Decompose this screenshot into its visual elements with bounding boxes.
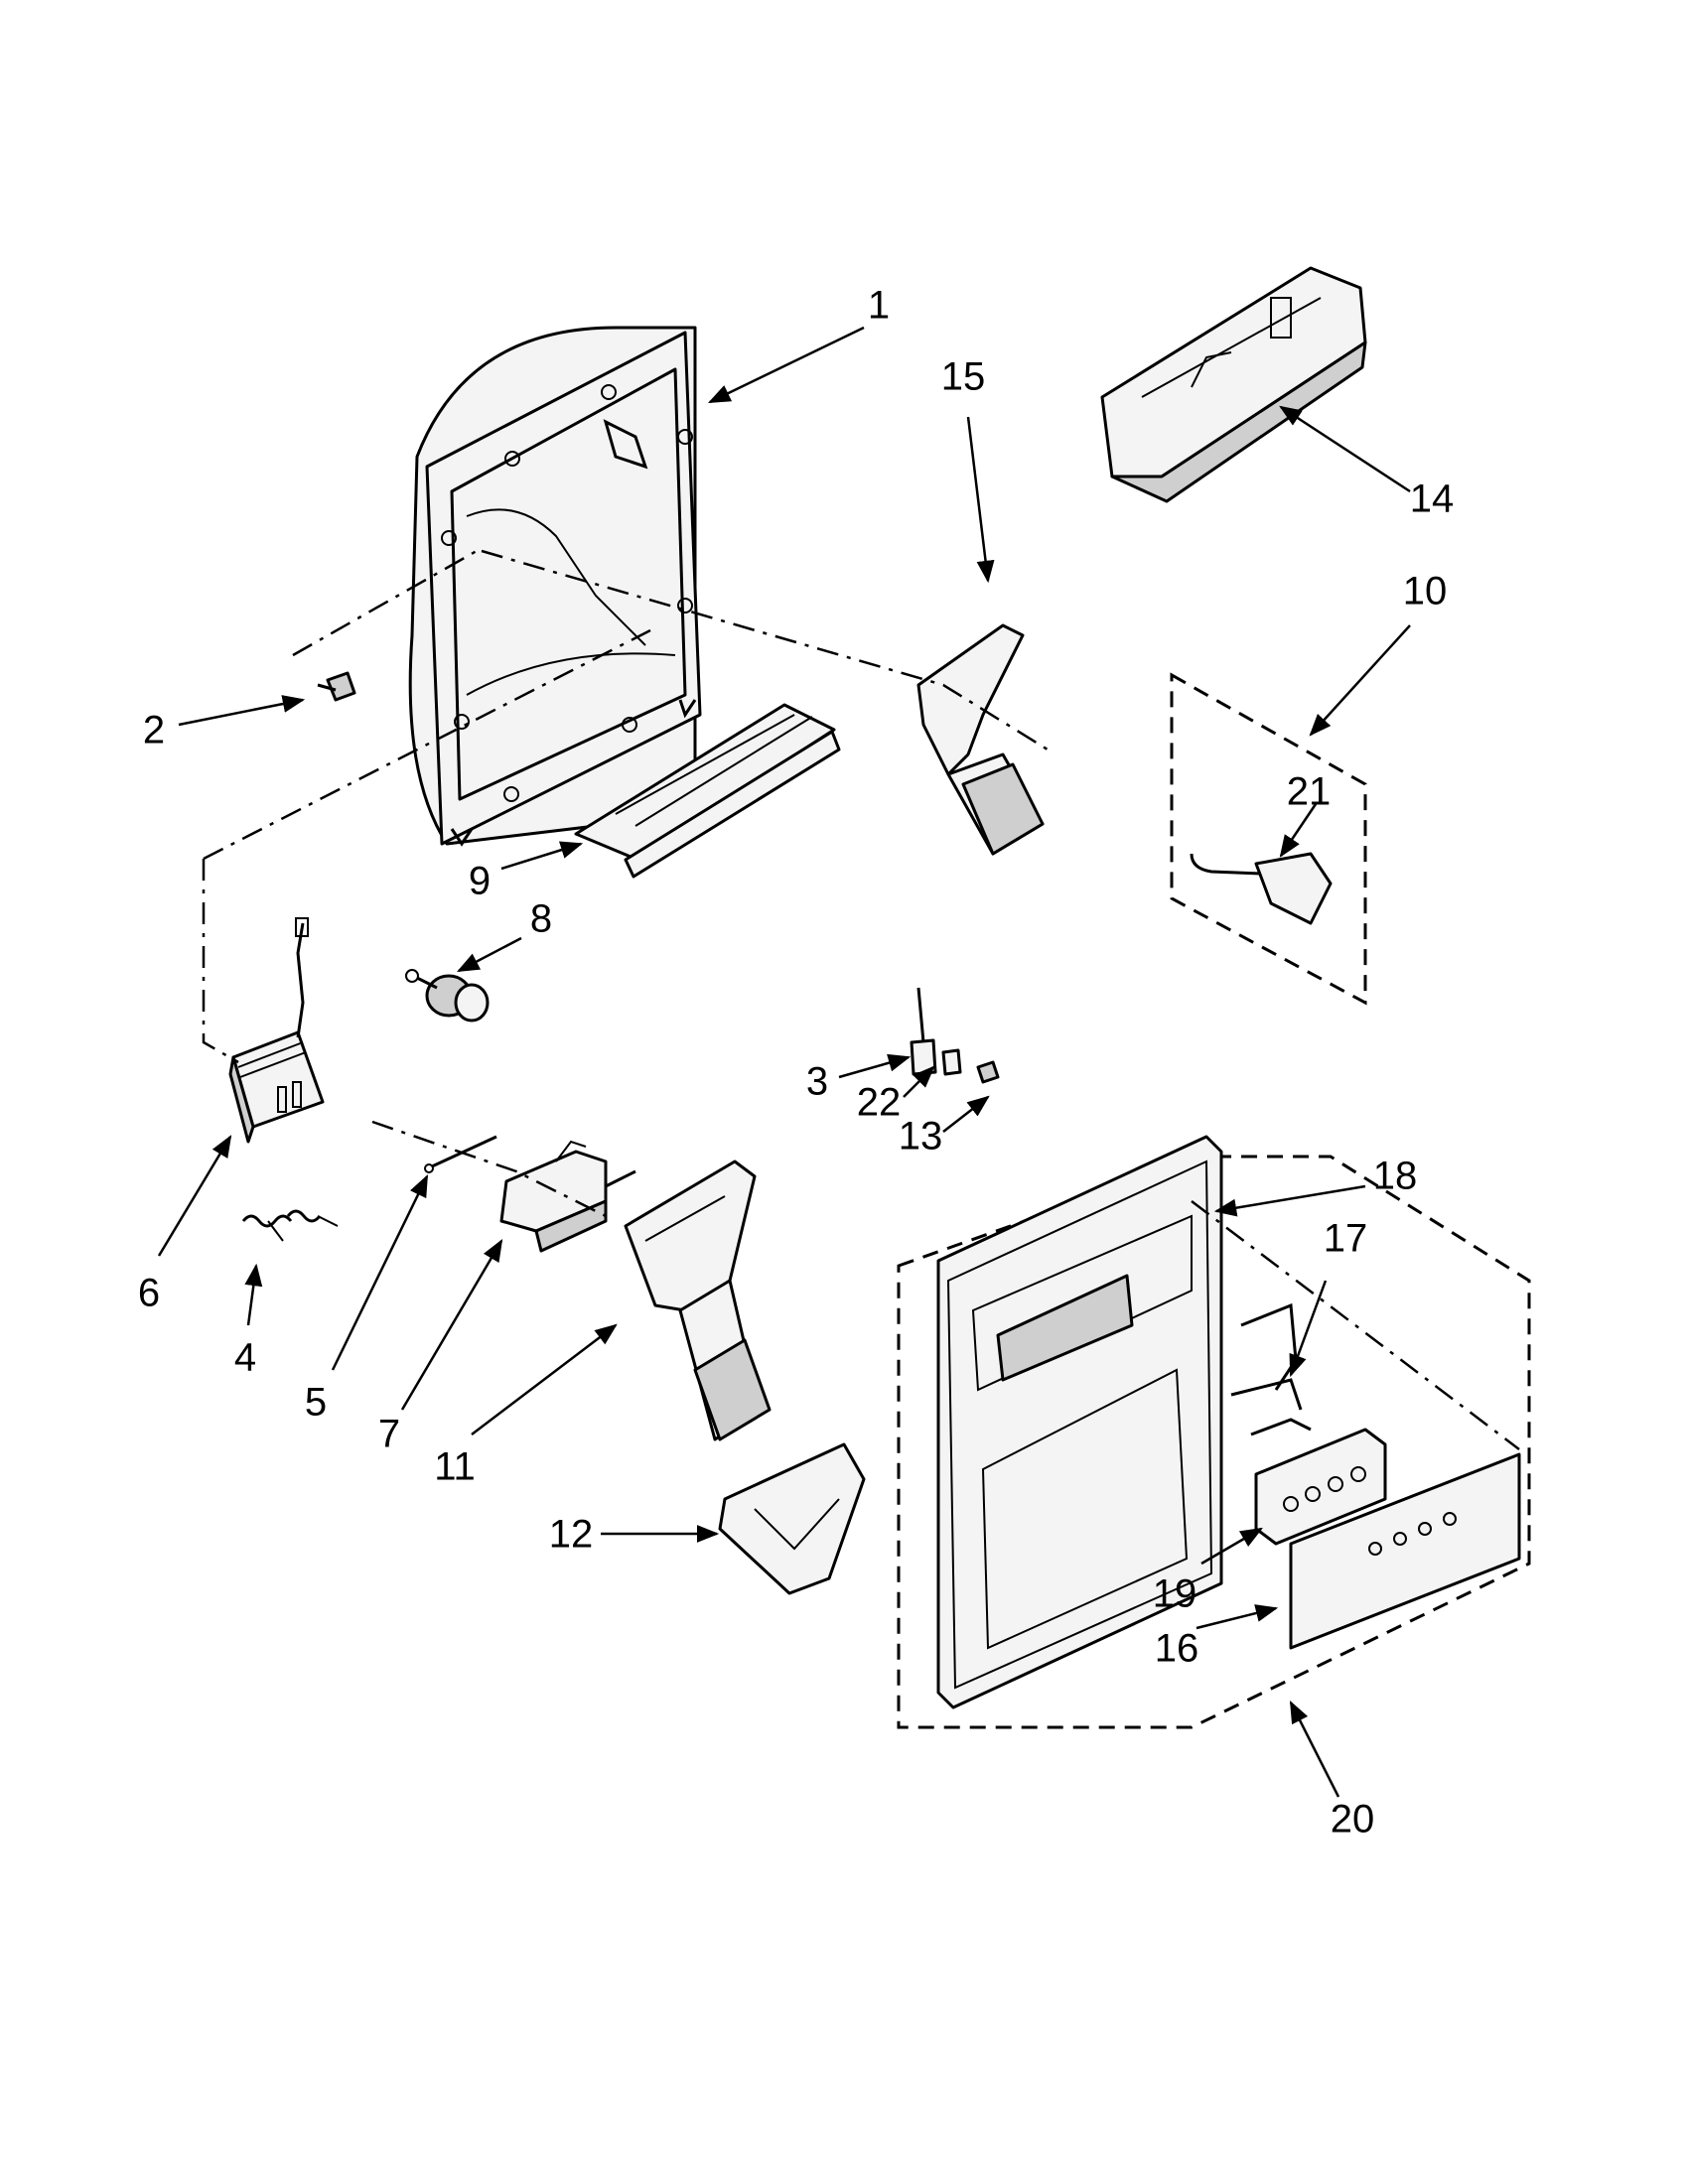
part-7-actuator-bracket [499,1140,636,1253]
part-17-wire-harness [1230,1302,1312,1436]
callout-13: 13 [899,1115,943,1159]
callout-10: 10 [1403,570,1448,614]
part-10-group [1170,672,1367,1006]
callout-11: 11 [434,1445,476,1489]
part-20-group [897,1155,1531,1729]
callout-3: 3 [806,1060,828,1104]
part-12-chute-funnel [718,1442,866,1595]
part-16-label-overlay [1289,1452,1521,1650]
callout-16: 16 [1155,1627,1199,1671]
part-6-switch-module [228,917,325,1144]
callout-12: 12 [549,1513,594,1557]
part-15-water-paddle [916,623,1045,856]
part-3-switch-lever [910,987,937,1076]
callout-19: 19 [1153,1572,1197,1616]
callout-8: 8 [530,897,552,941]
callout-6: 6 [138,1272,160,1315]
callout-1: 1 [868,284,890,328]
callout-15: 15 [941,355,986,399]
part-13-screw [976,1060,1000,1084]
part-1-dispenser-housing [408,326,702,847]
callout-7: 7 [378,1413,400,1456]
callout-17: 17 [1324,1217,1368,1261]
callout-labels: 1 2 3 4 5 6 7 8 9 10 11 12 13 14 15 16 1… [138,284,1454,1842]
callout-4: 4 [234,1336,256,1380]
callout-21: 21 [1287,770,1332,814]
callout-14: 14 [1410,478,1455,521]
part-22-clip [941,1048,962,1076]
callout-5: 5 [305,1381,327,1425]
part-4-spring [241,1209,339,1242]
leader-arrows [157,326,1411,1798]
part-2-screw [317,671,356,702]
part-8-solenoid [405,969,490,1023]
part-14-upper-bracket [1100,266,1367,503]
part-18-panel-frame [936,1135,1223,1709]
part-9-chute-tray [574,703,841,879]
part-21-switch [1190,852,1333,925]
callout-2: 2 [143,709,165,752]
part-11-ice-paddle [624,1160,772,1441]
callout-9: 9 [469,860,491,903]
part-5-pin [424,1135,497,1173]
assembly-lines [202,549,1520,1450]
callout-18: 18 [1373,1155,1418,1198]
callout-20: 20 [1331,1798,1375,1842]
callout-22: 22 [857,1081,902,1125]
